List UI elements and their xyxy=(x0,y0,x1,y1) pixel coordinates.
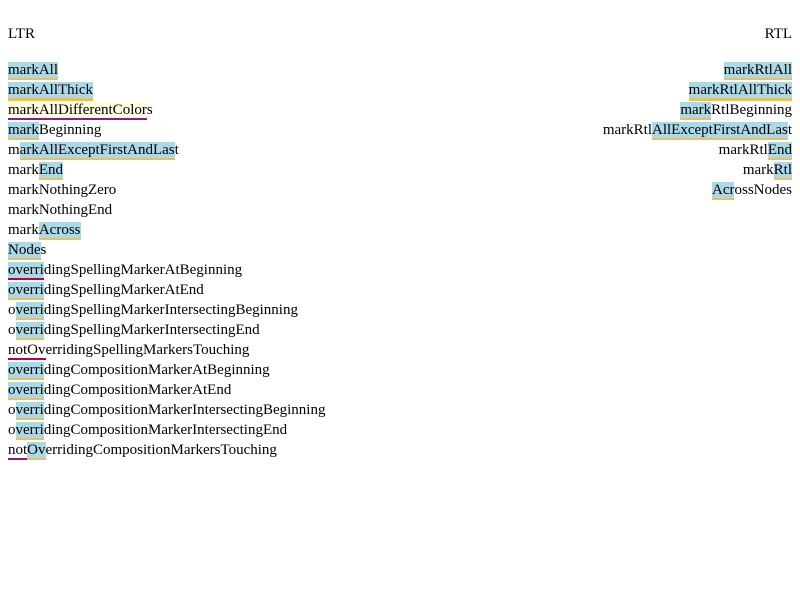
ltr-line-mark-beginning: markBeginning xyxy=(8,120,325,140)
marked-text-segment: overri xyxy=(8,362,44,380)
rtl-line-mark-rtl-all-thick: markRtlAllThick xyxy=(603,80,792,101)
ltr-line-overriding-composition-marker-at-end: overridingCompositionMarkerAtEnd xyxy=(8,380,325,400)
marked-text-segment: mark xyxy=(680,102,712,120)
ltr-line-mark-all: markAll xyxy=(8,60,325,80)
marked-text-segment: overri xyxy=(8,262,44,280)
text-segment: dingSpellingMarkerAtEnd xyxy=(43,282,204,298)
ltr-line-overriding-composition-marker-at-beginning: overridingCompositionMarkerAtBeginning xyxy=(8,360,325,380)
rtl-line-across-nodes: AcrossNodes xyxy=(603,180,792,200)
text-segment: erridingSpellingMarkersTouching xyxy=(45,342,250,358)
marked-text-segment: verri xyxy=(15,422,44,440)
text-segment: mark xyxy=(8,162,39,178)
ltr-line-not-overriding-spelling-markers-touching: notOverridingSpellingMarkersTouching xyxy=(8,340,325,360)
text-segment: o xyxy=(8,402,16,418)
marked-text-segment: not xyxy=(8,442,28,460)
text-segment: o xyxy=(8,322,16,338)
text-segment: dingCompositionMarkerIntersectingEnd xyxy=(43,422,288,438)
text-segment: dingSpellingMarkerAtBeginning xyxy=(43,262,243,278)
marked-text-segment: Acr xyxy=(711,182,735,200)
text-segment: dingSpellingMarkerIntersectingEnd xyxy=(43,322,260,338)
marked-text-segment: Node xyxy=(8,242,41,260)
text-segment: erridingCompositionMarkersTouching xyxy=(45,442,277,458)
marked-text-segment: mark xyxy=(8,122,39,140)
marked-text-segment: verri xyxy=(15,302,44,320)
ltr-heading: LTR xyxy=(8,26,35,42)
ltr-line-not-overriding-composition-markers-touching: notOverridingCompositionMarkersTouching xyxy=(8,440,325,460)
text-segment: RtlBeginning xyxy=(711,102,792,118)
ltr-line-mark-all-different-colors: markAllDifferentColors xyxy=(8,100,325,120)
text-segment: s xyxy=(40,242,47,258)
marked-text-segment: End xyxy=(38,162,63,180)
ltr-line-overriding-spelling-marker-at-end: overridingSpellingMarkerAtEnd xyxy=(8,280,325,300)
text-segment: markNothingEnd xyxy=(8,202,113,218)
marked-text-segment: markAll xyxy=(8,62,58,80)
marked-text-segment: Rtl xyxy=(773,162,792,180)
text-segment: markRtl xyxy=(718,142,768,158)
text-segment: Beginning xyxy=(38,122,102,138)
text-segment: dingCompositionMarkerIntersectingBeginni… xyxy=(43,402,326,418)
rtl-line-mark-rtl-all: markRtlAll xyxy=(603,60,792,80)
marked-text-segment: End xyxy=(767,142,792,160)
text-segment: mark xyxy=(8,222,39,238)
marked-text-segment: notOv xyxy=(8,342,46,360)
text-segment: dingSpellingMarkerIntersectingBeginning xyxy=(43,302,298,318)
text-segment: ossNodes xyxy=(734,182,792,198)
rtl-line-mark-rtl-end: markRtlEnd xyxy=(603,140,792,160)
marked-text-segment: Ov xyxy=(27,442,46,460)
rtl-line-mark-rtl-all-except-first-and-last: markRtlAllExceptFirstAndLast xyxy=(603,120,792,140)
marked-text-segment: AllExceptFirstAndLas xyxy=(652,122,788,140)
text-segment: t xyxy=(787,122,792,138)
text-segment: m xyxy=(8,142,20,158)
ltr-line-overriding-spelling-marker-intersecting-end: overridingSpellingMarkerIntersectingEnd xyxy=(8,320,325,340)
ltr-line-mark-nothing-end: markNothingEnd xyxy=(8,200,325,220)
ltr-line-mark-nothing-zero: markNothingZero xyxy=(8,180,325,200)
marked-text-segment: markAllThick xyxy=(8,82,93,101)
text-segment: dingCompositionMarkerAtBeginning xyxy=(43,362,270,378)
marked-text-segment: overri xyxy=(8,282,44,300)
text-segment: t xyxy=(174,142,179,158)
ltr-line-overriding-composition-marker-intersecting-end: overridingCompositionMarkerIntersectingE… xyxy=(8,420,325,440)
marked-text-segment: markAllDifferentColor xyxy=(8,102,147,120)
ltr-line-overriding-spelling-marker-at-beginning: overridingSpellingMarkerAtBeginning xyxy=(8,260,325,280)
text-segment: markNothingZero xyxy=(8,182,117,198)
text-segment: markRtl xyxy=(602,122,652,138)
text-segment: mark xyxy=(742,162,774,178)
ltr-line-nodes: Nodes xyxy=(8,240,325,260)
ltr-line-mark-all-thick: markAllThick xyxy=(8,80,325,101)
text-segment: o xyxy=(8,302,16,318)
ltr-line-mark-end: markEnd xyxy=(8,160,325,180)
marked-text-segment: Across xyxy=(38,222,81,240)
ltr-line-overriding-composition-marker-intersecting-beginning: overridingCompositionMarkerIntersectingB… xyxy=(8,400,325,420)
marked-text-segment: markRtlAllThick xyxy=(688,82,792,101)
marked-text-segment: overri xyxy=(8,382,44,400)
text-segment: o xyxy=(8,422,16,438)
marked-text-segment: verri xyxy=(15,322,44,340)
marked-text-segment: arkAllExceptFirstAndLas xyxy=(19,142,175,160)
text-segment: dingCompositionMarkerAtEnd xyxy=(43,382,232,398)
ltr-line-mark-all-except-first-and-last: markAllExceptFirstAndLast xyxy=(8,140,325,160)
ltr-line-overriding-spelling-marker-intersecting-beginning: overridingSpellingMarkerIntersectingBegi… xyxy=(8,300,325,320)
rtl-line-mark-rtl: markRtl xyxy=(603,160,792,180)
rtl-heading: RTL xyxy=(764,26,792,42)
text-segment: s xyxy=(146,102,153,118)
marked-text-segment: markRtlAll xyxy=(723,62,792,80)
marked-text-segment: verri xyxy=(15,402,44,420)
rtl-line-mark-rtl-beginning: markRtlBeginning xyxy=(603,100,792,120)
ltr-line-mark-across: markAcross xyxy=(8,220,325,240)
